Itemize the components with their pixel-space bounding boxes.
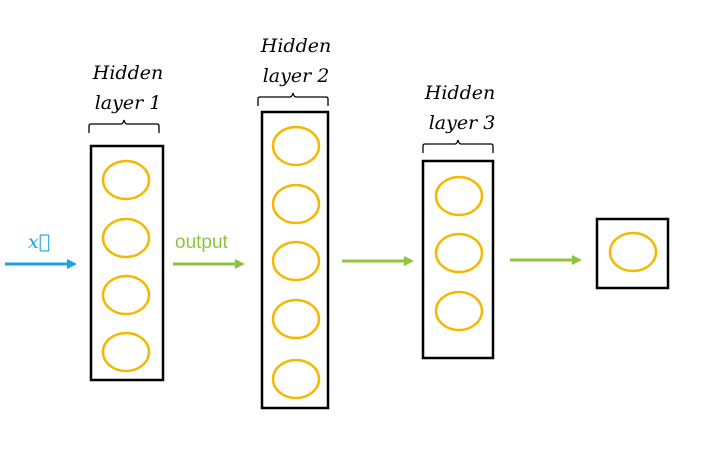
layer-3-title-line2: layer 3 xyxy=(429,112,496,134)
layer-3-title-line1: Hidden xyxy=(424,82,495,104)
input-vector-label: x⃗ xyxy=(28,231,50,253)
layer-3-box xyxy=(421,159,495,360)
output-layer-box xyxy=(595,217,670,290)
hidden-layer-3: Hidden layer 3 xyxy=(421,82,496,360)
hidden-layer-2: Hidden layer 2 xyxy=(257,35,331,410)
layer-2-title-line2: layer 2 xyxy=(263,65,330,87)
layer-2-brace xyxy=(257,92,329,106)
hidden-layer-1: Hidden layer 1 xyxy=(88,62,165,382)
neuron xyxy=(271,240,321,282)
layer-2-title-line1: Hidden xyxy=(260,35,331,57)
layer-1-title-line1: Hidden xyxy=(92,62,163,84)
output-layer xyxy=(595,217,670,290)
neuron xyxy=(101,331,151,373)
layer-3-neurons xyxy=(434,175,484,332)
layer-1-brace xyxy=(88,119,160,133)
neuron xyxy=(434,290,484,332)
layer-3-brace xyxy=(422,139,494,153)
layer-1-neurons xyxy=(101,159,151,373)
neuron xyxy=(434,175,484,217)
output-label: output xyxy=(175,232,229,253)
neuron xyxy=(271,298,321,340)
neuron xyxy=(101,217,151,259)
neuron xyxy=(271,358,321,400)
layer-2-neurons xyxy=(271,125,321,400)
neuron xyxy=(434,232,484,274)
neuron xyxy=(101,159,151,201)
layer-1-title-line2: layer 1 xyxy=(95,92,162,114)
neuron xyxy=(101,274,151,316)
neuron xyxy=(271,183,321,225)
output-neuron xyxy=(608,231,658,273)
neuron xyxy=(271,125,321,167)
